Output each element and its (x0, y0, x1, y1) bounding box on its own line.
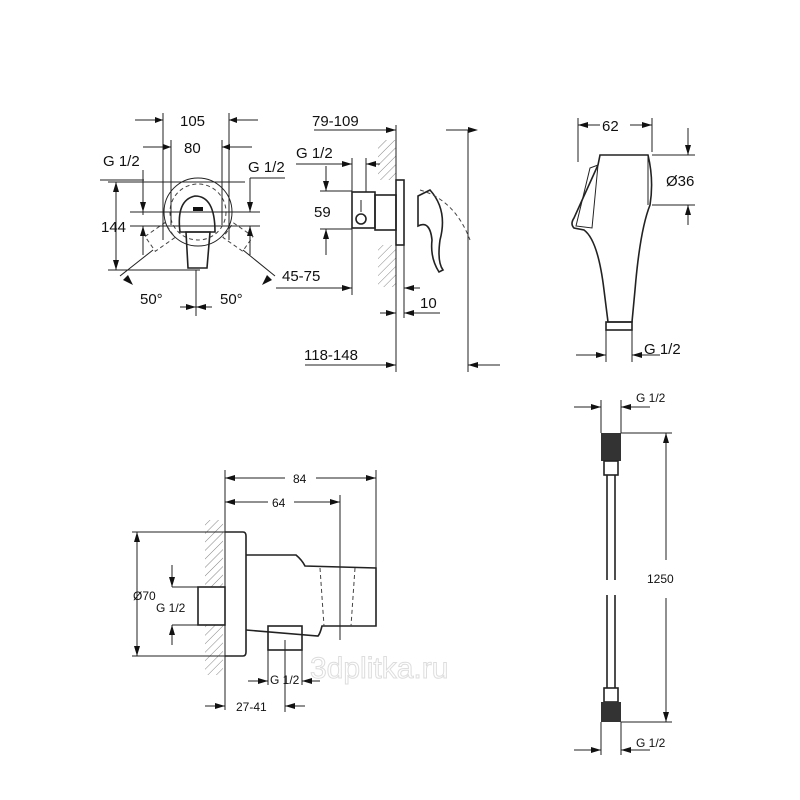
watermark: 3dplitka.ru (310, 652, 448, 685)
dim-62: 62 (602, 118, 619, 135)
thread-outlet-label: G 1/2 (270, 673, 300, 687)
dim-118-148: 118-148 (304, 347, 358, 364)
angle-right: 50° (220, 291, 243, 308)
mixer-front-view: 105 80 G 1/2 G 1/2 144 50° 50° (100, 113, 285, 316)
dim-27-41: 27-41 (236, 700, 267, 714)
dim-10: 10 (420, 295, 437, 312)
thread-right-label: G 1/2 (248, 159, 285, 176)
dim-80: 80 (184, 140, 201, 157)
dim-84: 84 (293, 472, 307, 486)
thread-side-label: G 1/2 (296, 145, 333, 162)
thread-hose-bottom-label: G 1/2 (636, 736, 666, 750)
mixer-side-view: 79-109 G 1/2 59 45-75 10 118-148 (276, 113, 500, 372)
dim-105: 105 (180, 113, 205, 130)
thread-left-label: G 1/2 (103, 153, 140, 170)
wall-outlet-view: 84 64 Ø70 G 1/2 G 1/2 27-41 (132, 470, 377, 714)
dim-64: 64 (272, 496, 286, 510)
hand-shower-view: 62 Ø36 G 1/2 (571, 118, 695, 362)
dim-1250: 1250 (647, 572, 674, 586)
dim-144: 144 (101, 219, 126, 236)
angle-left: 50° (140, 291, 163, 308)
thread-inlet-label: G 1/2 (156, 601, 186, 615)
hose-view: G 1/2 1250 G 1/2 (574, 391, 674, 755)
dim-45-75: 45-75 (282, 268, 320, 285)
dim-diameter-70: Ø70 (133, 589, 156, 603)
dim-59: 59 (314, 204, 331, 221)
thread-shower-label: G 1/2 (644, 341, 681, 358)
thread-hose-top-label: G 1/2 (636, 391, 666, 405)
dim-79-109: 79-109 (312, 113, 359, 130)
dim-diameter-36: Ø36 (666, 173, 694, 190)
